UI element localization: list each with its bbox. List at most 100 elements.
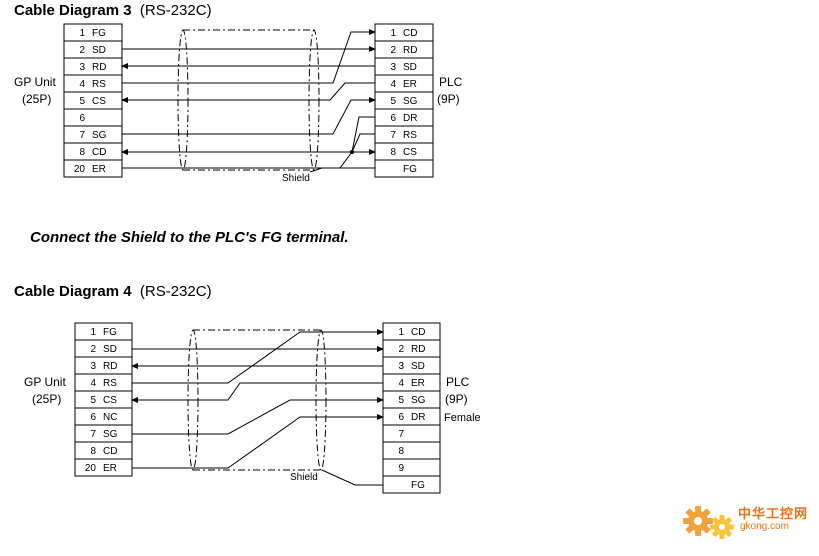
wire-er-to-dr: [132, 414, 384, 469]
pin-number: 20: [74, 164, 86, 175]
pin-number: 2: [398, 344, 404, 355]
diagram4-left-sublabel: (25P): [32, 392, 61, 406]
pin-signal-name: CD: [411, 327, 425, 338]
pin-signal-name: RS: [92, 79, 106, 90]
shield-note: Connect the Shield to the PLC's FG termi…: [30, 229, 349, 246]
wire-rs-to-cd: [132, 329, 384, 384]
wire-rs-to-cd: [122, 29, 376, 84]
pin-number: 7: [90, 429, 96, 440]
pin-signal-name: SG: [411, 395, 426, 406]
diagram3-shield-label: Shield: [282, 173, 310, 184]
pin-signal-name: RD: [92, 62, 106, 73]
pin-signal-name: CS: [103, 395, 117, 406]
pin-signal-name: RS: [403, 130, 417, 141]
wire-shield-to-fg: [321, 469, 383, 486]
pin-signal-name: FG: [92, 28, 106, 39]
pin-signal-name: ER: [103, 463, 117, 474]
diagram3-left-label: GP Unit: [14, 75, 56, 89]
pin-number: 4: [398, 378, 404, 389]
wire-sg-to-sg: [132, 397, 384, 435]
wire-er-to-fg: [122, 149, 376, 169]
pin-signal-name: SG: [403, 96, 418, 107]
pin-signal-name: CD: [103, 446, 117, 457]
diagram3-left-sublabel: (25P): [22, 92, 51, 106]
pin-signal-name: ER: [92, 164, 106, 175]
pin-signal-name: SG: [92, 130, 107, 141]
pin-signal-name: CD: [92, 147, 106, 158]
diagram4-right-sublabel: (9P): [445, 392, 468, 406]
pin-number: 5: [90, 395, 96, 406]
wire-cd-from-dr: [121, 116, 375, 155]
diagram3-right-sublabel: (9P): [437, 92, 460, 106]
pin-signal-name: CS: [403, 147, 417, 158]
pin-number: 3: [398, 361, 404, 372]
pin-number: 20: [85, 463, 97, 474]
pin-number: 3: [90, 361, 96, 372]
diagram3-title-text: Cable Diagram 3: [14, 2, 132, 19]
watermark-text: 中华工控网: [738, 506, 809, 521]
pin-number: 9: [398, 463, 404, 474]
pin-signal-name: DR: [403, 113, 417, 124]
diagram4-subtitle: (RS-232C): [139, 283, 212, 300]
watermark: 中华工控网 gkong.com: [682, 497, 812, 547]
pin-number: 3: [390, 62, 396, 73]
pin-number: 8: [79, 147, 85, 158]
pin-signal-name: RD: [103, 361, 117, 372]
gear-icon: [683, 506, 734, 539]
wire-cs-from-er: [131, 382, 383, 403]
diagram4-wires: [131, 329, 384, 486]
pin-number: 5: [398, 395, 404, 406]
pin-signal-name: FG: [411, 480, 425, 491]
pin-number: 7: [390, 130, 396, 141]
pin-number: 1: [398, 327, 404, 338]
pin-signal-name: SG: [103, 429, 118, 440]
pin-signal-name: ER: [411, 378, 425, 389]
diagram4-title-text: Cable Diagram 4: [14, 283, 132, 300]
pin-signal-name: SD: [411, 361, 425, 372]
diagram4-left-label: GP Unit: [24, 375, 66, 389]
diagram3-right-label: PLC: [439, 75, 463, 89]
pin-number: 5: [390, 96, 396, 107]
pin-number: 1: [90, 327, 96, 338]
wire-rs-cs-link: [351, 133, 375, 153]
pin-signal-name: RD: [411, 344, 425, 355]
pin-number: 2: [390, 45, 396, 56]
pin-signal-name: SD: [403, 62, 417, 73]
diagram4-shield-label: Shield: [290, 472, 318, 483]
pin-number: 8: [390, 147, 396, 158]
diagram3-wires: [121, 29, 376, 173]
pin-number: 6: [79, 113, 85, 124]
pin-signal-name: RD: [403, 45, 417, 56]
pin-number: 2: [79, 45, 85, 56]
diagram4-title: Cable Diagram 4 (RS-232C): [14, 283, 212, 300]
pin-signal-name: NC: [103, 412, 117, 423]
diagram3-title: Cable Diagram 3 (RS-232C): [14, 2, 212, 19]
pin-number: 4: [79, 79, 85, 90]
wire-sg-to-sg: [122, 97, 376, 135]
pin-signal-name: SD: [92, 45, 106, 56]
pin-signal-name: CD: [403, 28, 417, 39]
pin-number: 6: [90, 412, 96, 423]
pin-number: 6: [398, 412, 404, 423]
pin-number: 8: [398, 446, 404, 457]
pin-number: 7: [79, 130, 85, 141]
pin-number: 8: [90, 446, 96, 457]
pin-signal-name: RS: [103, 378, 117, 389]
pin-number: 1: [390, 28, 396, 39]
wire-cs-from-er: [121, 82, 375, 103]
watermark-url: gkong.com: [740, 521, 789, 532]
wire-shield-to-fg: [309, 167, 375, 173]
pin-number: 7: [398, 429, 404, 440]
pin-number: 4: [90, 378, 96, 389]
diagram4-right-note: Female: [444, 412, 481, 424]
diagram3-junction-dot: [350, 150, 354, 154]
pin-number: 6: [390, 113, 396, 124]
pin-signal-name: FG: [103, 327, 117, 338]
pin-signal-name: ER: [403, 79, 417, 90]
